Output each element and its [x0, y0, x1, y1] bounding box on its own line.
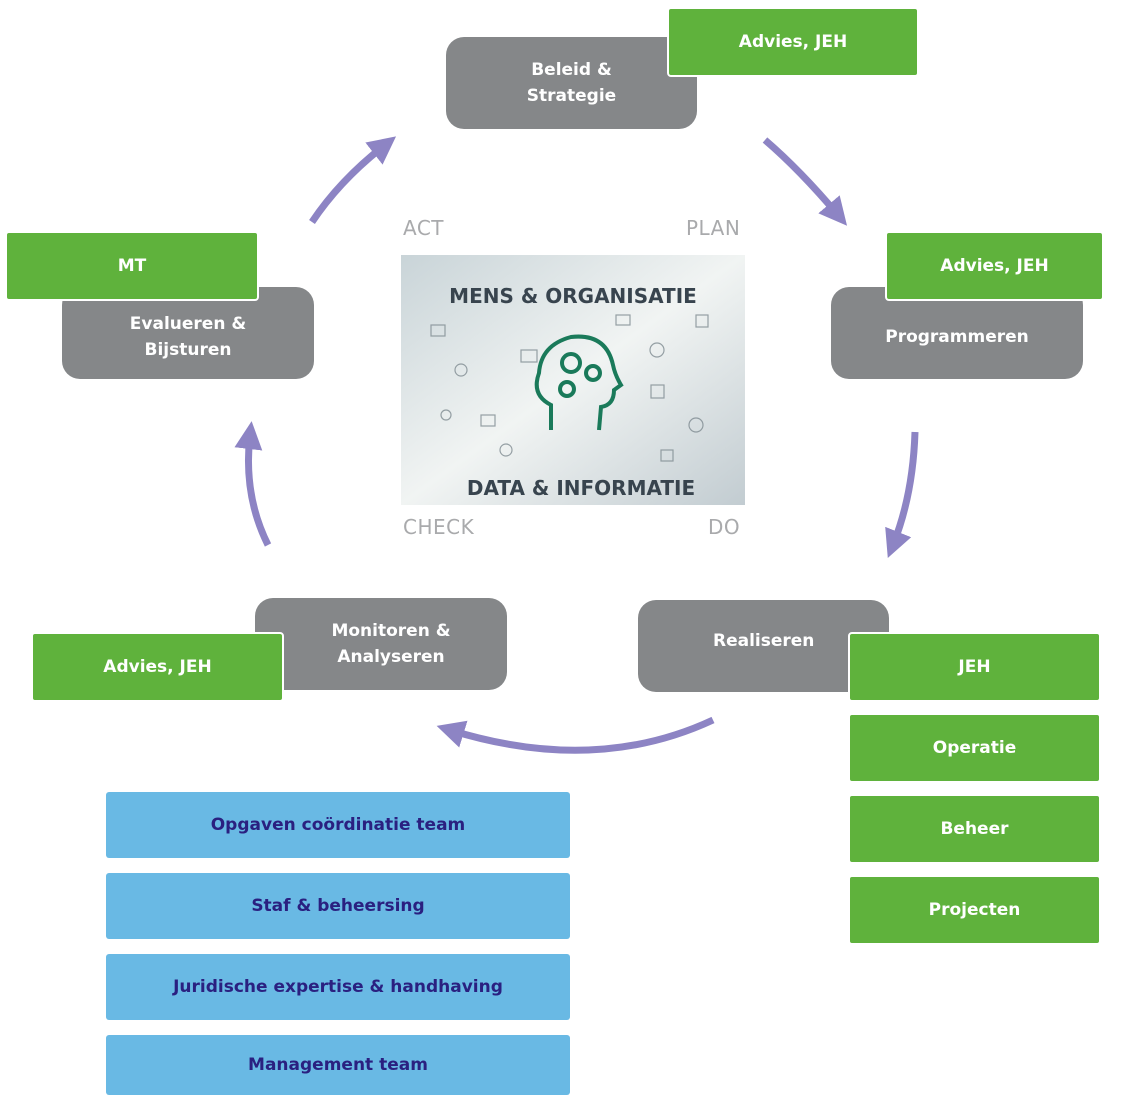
role-realiseren-projecten: Projecten: [848, 875, 1101, 945]
step-programmeren-label: Programmeren: [885, 326, 1029, 347]
role-monitoren: Advies, JEH: [31, 632, 284, 702]
team-juridisch: Juridische expertise & handhaving: [106, 954, 570, 1020]
arrow-monitoren-to-evalueren: [234, 421, 272, 547]
step-programmeren: Programmeren: [831, 287, 1083, 379]
arrow-realiseren-to-monitoren: [436, 716, 715, 754]
role-programmeren: Advies, JEH: [885, 231, 1104, 301]
role-realiseren-beheer: Beheer: [848, 794, 1101, 864]
step-evalueren-bijsturen: Evalueren & Bijsturen: [62, 287, 314, 379]
team-staf: Staf & beheersing: [106, 873, 570, 939]
step-monitoren-analyseren: Monitoren & Analyseren: [255, 598, 507, 690]
step-evalueren-label: Evalueren & Bijsturen: [129, 313, 247, 360]
step-realiseren: Realiseren: [638, 600, 889, 692]
label-do: DO: [708, 515, 741, 539]
head-with-gears-icon: [534, 334, 624, 431]
role-evalueren: MT: [5, 231, 259, 301]
role-realiseren-operatie: Operatie: [848, 713, 1101, 783]
arrow-evalueren-to-beleid: [309, 136, 397, 224]
step-beleid-label: Beleid & Strategie: [526, 59, 617, 106]
team-management: Management team: [106, 1035, 570, 1095]
step-monitoren-label: Monitoren & Analyseren: [331, 620, 451, 667]
step-beleid-strategie: Beleid & Strategie: [446, 37, 697, 129]
center-text-top: MENS & ORGANISATIE: [449, 284, 697, 308]
team-opgaven: Opgaven coördinatie team: [106, 792, 570, 858]
arrow-beleid-to-programmeren: [762, 137, 848, 226]
arrow-programmeren-to-realiseren: [885, 431, 919, 558]
label-act: ACT: [403, 216, 445, 240]
step-realiseren-label: Realiseren: [713, 630, 815, 651]
role-beleid: Advies, JEH: [667, 7, 919, 77]
label-check: CHECK: [403, 515, 475, 539]
center-text-bottom: DATA & INFORMATIE: [467, 476, 695, 500]
label-plan: PLAN: [686, 216, 741, 240]
role-realiseren-jeh: JEH: [848, 632, 1101, 702]
center-illustration: MENS & ORGANISATIE DATA & INFORMATIE: [401, 255, 745, 505]
